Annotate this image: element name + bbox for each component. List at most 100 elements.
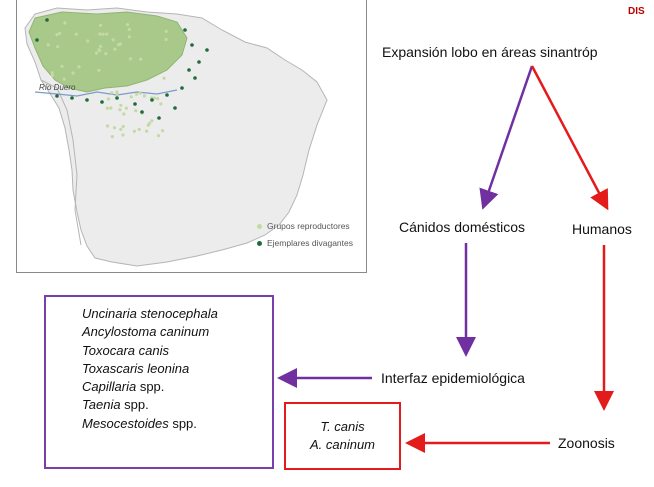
dispersing-individual-dot bbox=[150, 98, 154, 102]
breeding-group-dot bbox=[50, 71, 54, 75]
legend-dot-light bbox=[257, 223, 262, 229]
dispersing-individual-dot bbox=[140, 110, 144, 114]
breeding-group-dot bbox=[138, 91, 142, 95]
breeding-group-dot bbox=[63, 21, 67, 25]
breeding-group-dot bbox=[125, 23, 130, 27]
parasite-item: Taenia spp. bbox=[82, 397, 149, 413]
zoonotic-species-box: T. canis A. caninum bbox=[284, 402, 401, 470]
breeding-group-dot bbox=[127, 27, 131, 32]
arrow-expansion-to-domestic bbox=[479, 65, 534, 210]
node-zoonosis: Zoonosis bbox=[558, 435, 615, 451]
breeding-group-dot bbox=[60, 64, 64, 68]
breeding-group-dot bbox=[119, 127, 123, 131]
dispersing-individual-dot bbox=[165, 93, 169, 97]
node-epidemiological-interface: Interfaz epidemiológica bbox=[381, 370, 525, 386]
breeding-group-dot bbox=[147, 121, 151, 125]
breeding-group-dot bbox=[97, 68, 101, 72]
legend-breeding-groups: Grupos reproductores bbox=[257, 221, 350, 231]
breeding-group-dot bbox=[129, 95, 133, 99]
node-wolf-expansion: Expansión lobo en áreas sinantróp bbox=[382, 44, 598, 60]
breeding-group-dot bbox=[164, 29, 168, 33]
breeding-group-dot bbox=[74, 32, 78, 36]
breeding-group-dot bbox=[152, 96, 156, 100]
dispersing-individual-dot bbox=[115, 96, 119, 100]
parasite-item: Uncinaria stenocephala bbox=[82, 306, 218, 321]
parasite-item: Mesocestoides spp. bbox=[82, 415, 197, 431]
legend-dot-dark bbox=[257, 240, 262, 246]
legend-dispersing-individuals: Ejemplares divagantes bbox=[257, 238, 353, 248]
dispersing-individual-dot bbox=[100, 100, 104, 104]
iberia-map bbox=[24, 7, 328, 267]
breeding-group-dot bbox=[118, 42, 122, 46]
river-duero bbox=[34, 89, 178, 97]
breeding-group-dot bbox=[71, 71, 75, 75]
breeding-group-dot bbox=[156, 134, 161, 138]
breeding-group-dot bbox=[105, 106, 109, 110]
dispersing-individual-dot bbox=[55, 94, 59, 98]
breeding-group-dot bbox=[132, 129, 136, 133]
breeding-group-dot bbox=[62, 77, 66, 81]
dispersing-individual-dot bbox=[45, 18, 49, 22]
breeding-group-dot bbox=[135, 92, 139, 96]
dispersing-individual-dot bbox=[85, 98, 89, 102]
breeding-group-dot bbox=[137, 127, 141, 131]
breeding-group-dot bbox=[105, 124, 110, 128]
dispersing-individual-dot bbox=[173, 106, 177, 110]
river-duero-label: Río Duero bbox=[39, 83, 76, 92]
node-domestic-canids: Cánidos domésticos bbox=[399, 219, 526, 235]
zoonotic-species-1: T. canis bbox=[320, 419, 365, 434]
breeding-group-dot bbox=[128, 57, 133, 61]
breeding-group-dot bbox=[58, 31, 62, 35]
breeding-group-dot bbox=[98, 32, 102, 36]
breeding-group-dot bbox=[119, 103, 123, 107]
parasite-list-box: Uncinaria stenocephala Ancylostoma canin… bbox=[44, 295, 274, 469]
breeding-group-dot bbox=[46, 43, 50, 47]
breeding-group-dot bbox=[156, 97, 160, 101]
breeding-group-dot bbox=[161, 129, 165, 133]
legend-label-dispersing: Ejemplares divagantes bbox=[267, 238, 353, 248]
dispersing-individual-dot bbox=[205, 48, 209, 52]
breeding-groups-dots bbox=[46, 21, 168, 139]
breeding-group-dot bbox=[55, 33, 59, 37]
dispersing-individual-dot bbox=[197, 60, 201, 64]
portugal-border bbox=[40, 79, 82, 246]
parasite-item: Capillaria spp. bbox=[82, 379, 165, 395]
dispersing-individual-dot bbox=[190, 43, 194, 47]
breeding-group-dot bbox=[105, 32, 109, 36]
breeding-group-dot bbox=[109, 106, 113, 110]
breeding-group-dot bbox=[111, 38, 115, 42]
breeding-group-dot bbox=[127, 35, 131, 39]
section-tag: DIS bbox=[628, 6, 645, 17]
breeding-group-dot bbox=[164, 37, 168, 42]
breeding-group-dot bbox=[159, 102, 163, 106]
breeding-group-dot bbox=[101, 32, 105, 36]
parasite-item: Ancylostoma caninum bbox=[82, 324, 210, 340]
breeding-group-dot bbox=[106, 97, 111, 101]
dispersing-individual-dot bbox=[180, 86, 184, 90]
breeding-group-dot bbox=[142, 94, 146, 98]
breeding-group-dot bbox=[56, 45, 60, 49]
breeding-group-dot bbox=[113, 47, 117, 51]
dispersing-individual-dot bbox=[183, 28, 187, 32]
breeding-group-dot bbox=[121, 124, 125, 129]
breeding-group-dot bbox=[110, 135, 114, 139]
wolf-range-area bbox=[28, 11, 188, 93]
node-humans: Humanos bbox=[572, 221, 632, 237]
dispersing-individual-dot bbox=[70, 96, 74, 100]
breeding-group-dot bbox=[124, 106, 128, 110]
breeding-group-dot bbox=[121, 133, 125, 137]
breeding-group-dot bbox=[162, 76, 166, 80]
breeding-group-dot bbox=[94, 51, 99, 55]
parasite-item: Toxascaris leonina bbox=[82, 360, 190, 376]
breeding-group-dot bbox=[150, 119, 154, 123]
breeding-group-dot bbox=[86, 39, 90, 43]
breeding-group-dot bbox=[110, 91, 114, 95]
dispersing-individual-dot bbox=[133, 102, 137, 106]
distribution-map-panel: Río Duero Grupos reproductores Ejemplare… bbox=[16, 0, 367, 273]
dispersing-individual-dot bbox=[193, 76, 197, 80]
dispersing-individuals-dots bbox=[35, 18, 209, 120]
zoonotic-species-2: A. caninum bbox=[309, 437, 376, 452]
breeding-group-dot bbox=[145, 129, 149, 133]
breeding-group-dot bbox=[104, 52, 108, 56]
